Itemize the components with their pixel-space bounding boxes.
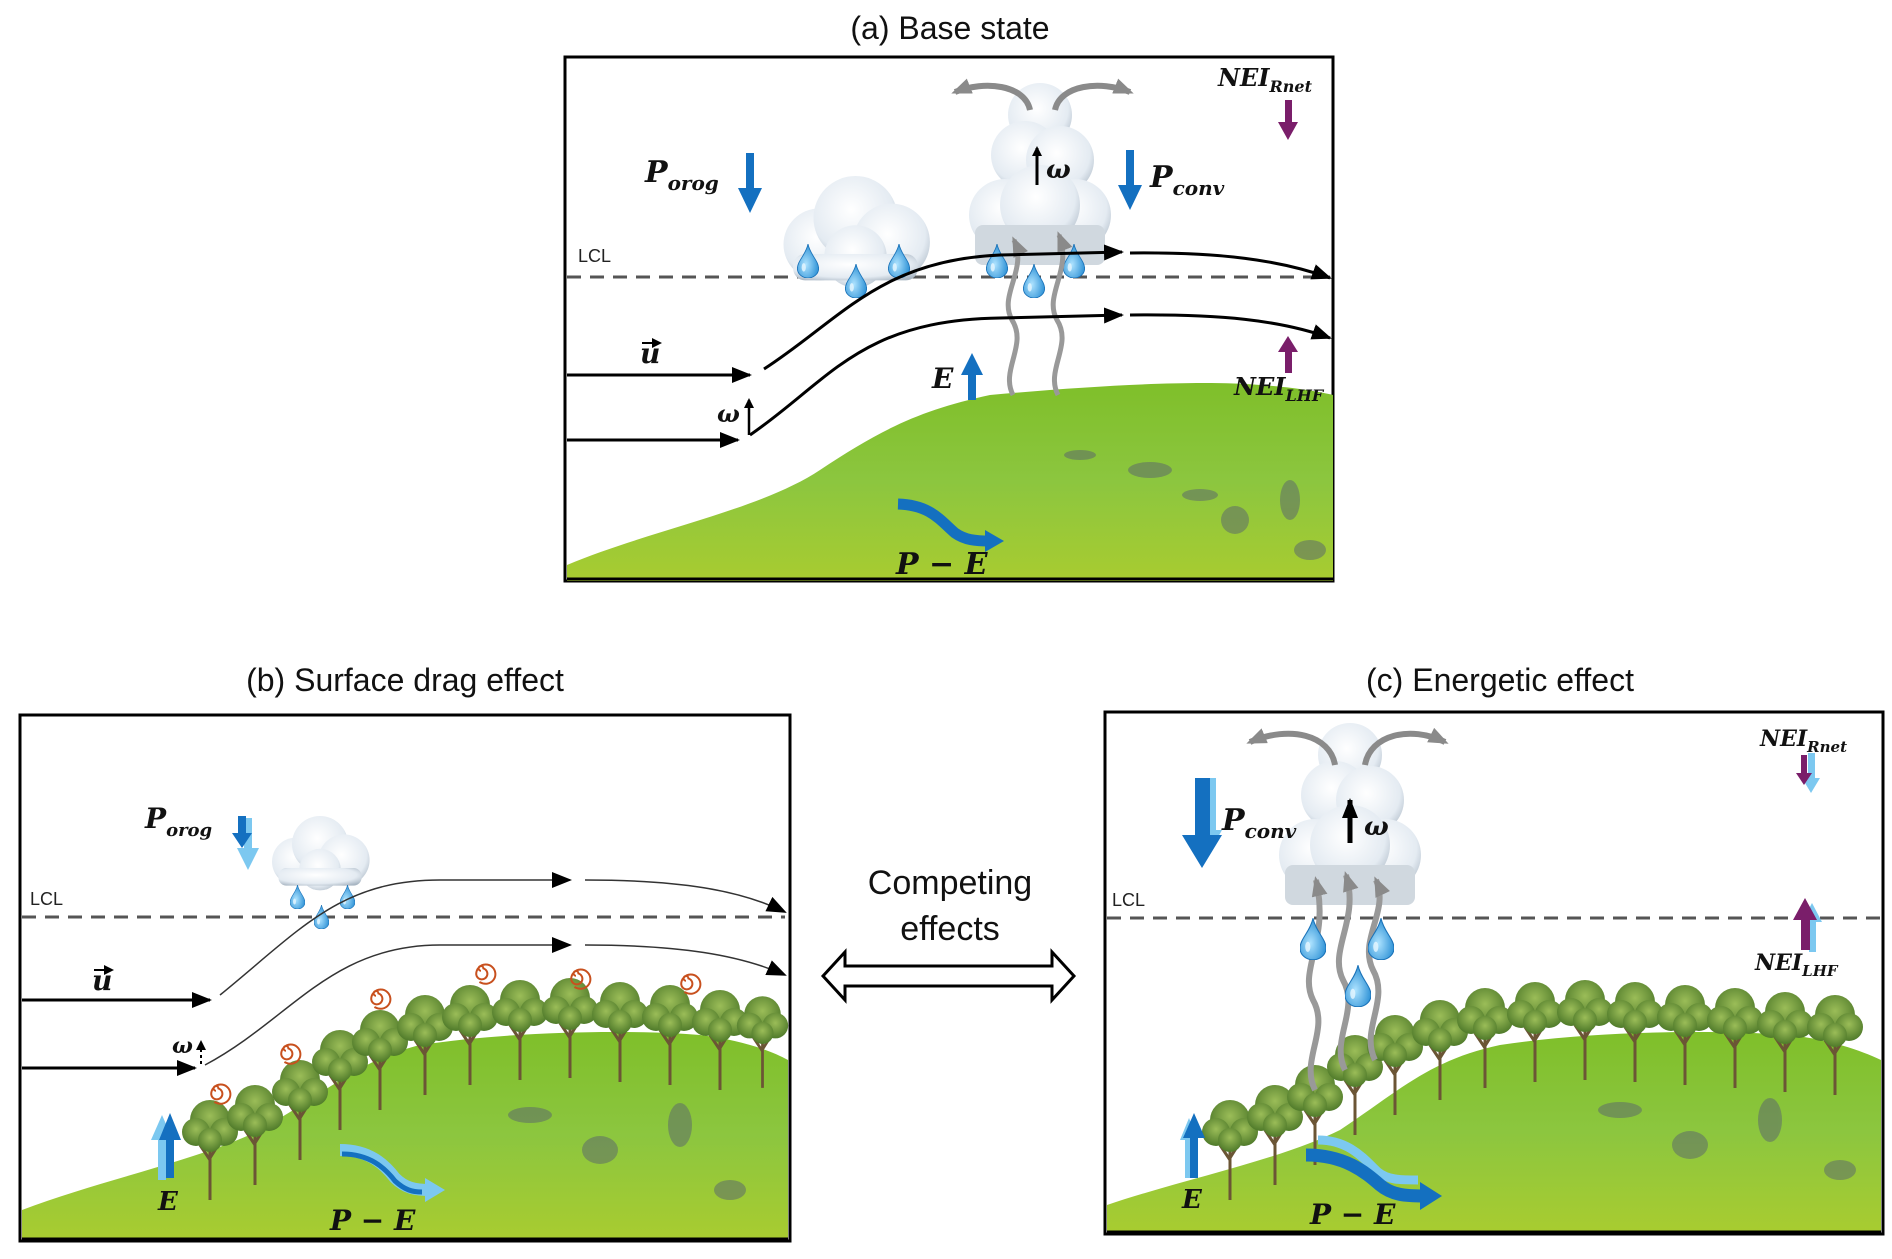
panel-a-streamline-lower-exit xyxy=(1129,313,1332,340)
pconv-arrow-icon xyxy=(1118,150,1142,210)
panel-b-title: (b) Surface drag effect xyxy=(246,662,564,698)
panel-b-streamline-lower-exit xyxy=(584,944,787,976)
panel-a-porog-label: Porog xyxy=(644,155,719,195)
panel-b-u-label: u xyxy=(92,964,112,997)
outflow-arrow-right xyxy=(1052,78,1134,111)
panel-c-nei-lhf-label: NEILHF xyxy=(1754,950,1839,980)
panel-a-p-minus-e-label: P − E xyxy=(895,547,989,582)
runoff-arrow-icon xyxy=(897,498,991,547)
panel-a-streamline-lower xyxy=(749,307,1124,437)
panel-b-hill xyxy=(22,1032,788,1239)
panel-c-e-label: E xyxy=(1181,1185,1203,1215)
panel-b: LCL Porog u ω E P − E xyxy=(18,713,792,1243)
panel-a: LCL ω Porog Pconv NEIRnet NEILHF xyxy=(563,55,1335,583)
panel-c-pconv-label: Pconv xyxy=(1221,803,1297,843)
panel-c-title: (c) Energetic effect xyxy=(1366,662,1634,698)
vapor-plume-icon xyxy=(1305,876,1328,1092)
evaporation-arrow-icon xyxy=(961,353,983,400)
panel-a-nei-lhf-label: NEILHF xyxy=(1233,372,1325,405)
panel-a-omega-cloud-label: ω xyxy=(1046,155,1071,185)
outflow-arrow-right xyxy=(1362,727,1449,766)
vapor-plume-icon xyxy=(1335,871,1359,1072)
panel-c-lcl-label: LCL xyxy=(1112,890,1145,910)
outflow-arrow-left xyxy=(1246,728,1338,766)
panel-b-p-minus-e-label: P − E xyxy=(329,1204,416,1237)
panel-b-streamline-upper xyxy=(219,872,572,996)
panel-b-lcl-label: LCL xyxy=(30,889,63,909)
competing-effects-label: Competing effects xyxy=(820,860,1080,952)
competing-line2: effects xyxy=(900,910,1000,948)
porog-arrow-icon xyxy=(738,153,762,213)
panel-b-streamline-lower xyxy=(204,937,572,1066)
outflow-arrow-left xyxy=(951,78,1033,111)
panel-b-omega-flow-label: ω xyxy=(172,1033,193,1059)
nei-rnet-arrow-icon xyxy=(1278,100,1298,140)
panel-c-p-minus-e-label: P − E xyxy=(1309,1198,1396,1231)
panel-a-nei-rnet-label: NEIRnet xyxy=(1217,63,1313,96)
panel-c-hill xyxy=(1107,1032,1881,1232)
panel-a-rocks xyxy=(1064,450,1326,560)
panel-a-pconv-label: Pconv xyxy=(1149,160,1225,200)
panel-c-nei-rnet-label: NEIRnet xyxy=(1759,726,1847,756)
panel-a-lcl-label: LCL xyxy=(578,246,611,266)
competing-line1: Competing xyxy=(867,864,1033,902)
vapor-plume-icon xyxy=(1365,876,1391,1062)
runoff-arrow-icon xyxy=(1317,1135,1419,1185)
vapor-plume-icon xyxy=(1005,236,1029,397)
panel-b-e-label: E xyxy=(157,1187,179,1217)
panel-b-porog-label: Porog xyxy=(144,802,212,841)
panel-a-title: (a) Base state xyxy=(850,10,1050,46)
panel-a-u-label: u xyxy=(640,337,660,370)
competing-effects-double-arrow xyxy=(820,948,1077,1004)
vapor-plume-icon xyxy=(1050,231,1073,397)
nei-lhf-arrow-icon xyxy=(1278,336,1298,373)
panel-a-hill xyxy=(567,383,1333,581)
porog-arrow-icon xyxy=(237,818,259,870)
panel-c: LCL ω Pconv NEIRnet NEILHF E xyxy=(1103,710,1885,1236)
panel-a-e-label: E xyxy=(931,362,954,395)
panel-a-omega-flow-label: ω xyxy=(717,399,740,428)
panel-a-streamline-upper xyxy=(763,244,1124,371)
panel-b-streamline-upper-exit xyxy=(584,879,787,913)
panel-a-streamline-upper-exit xyxy=(1129,251,1332,280)
panel-c-omega-cloud-label: ω xyxy=(1364,812,1389,842)
